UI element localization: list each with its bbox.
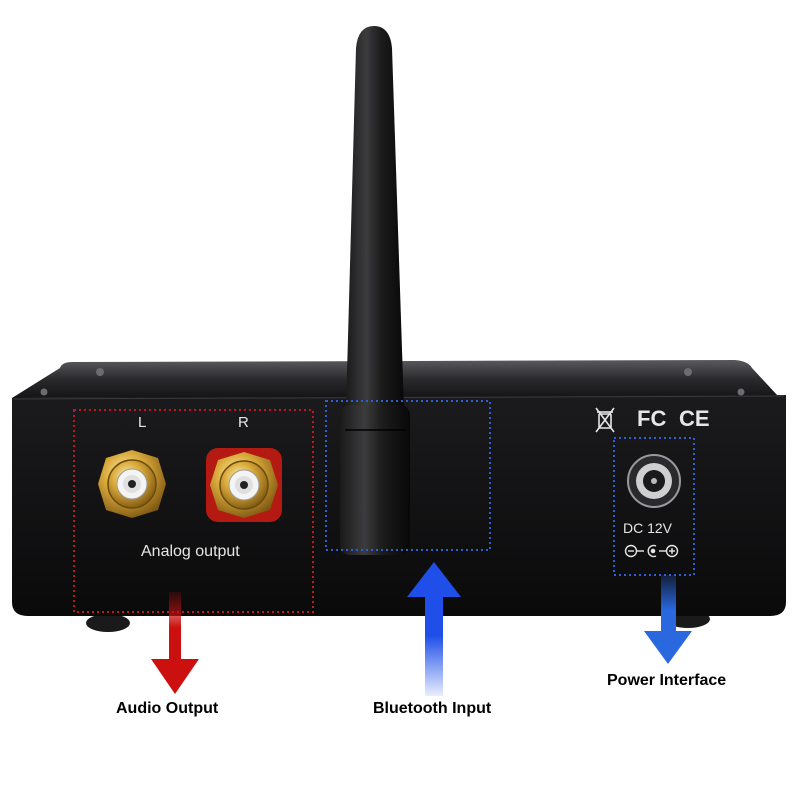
dc-rating-label: DC 12V xyxy=(623,520,673,536)
screw xyxy=(684,368,692,376)
screw xyxy=(737,388,745,396)
fc-certification-mark: FC xyxy=(637,406,667,431)
weee-bin-icon xyxy=(595,407,615,433)
power-interface-callout: Power Interface xyxy=(607,672,727,689)
channel-right-label: R xyxy=(238,414,249,431)
channel-left-label: L xyxy=(138,414,147,431)
bluetooth-input-callout: Bluetooth Input xyxy=(373,700,492,717)
dc-power-jack xyxy=(627,454,681,508)
rca-jack-left xyxy=(98,450,166,518)
audio-output-highlight-box xyxy=(73,409,314,613)
left-foot xyxy=(86,614,130,632)
rca-jack-right xyxy=(206,448,282,522)
screw xyxy=(40,388,48,396)
antenna xyxy=(340,26,410,555)
audio-output-arrow xyxy=(151,592,199,694)
analog-output-label: Analog output xyxy=(141,543,240,560)
ce-certification-mark: CE xyxy=(679,406,710,431)
bluetooth-input-highlight-box xyxy=(325,400,491,551)
power-interface-highlight-box xyxy=(613,437,695,576)
audio-output-callout: Audio Output xyxy=(116,700,219,717)
screw xyxy=(96,368,104,376)
polarity-symbol xyxy=(624,544,679,558)
bluetooth-input-arrow xyxy=(407,562,461,696)
power-interface-arrow xyxy=(644,575,692,664)
